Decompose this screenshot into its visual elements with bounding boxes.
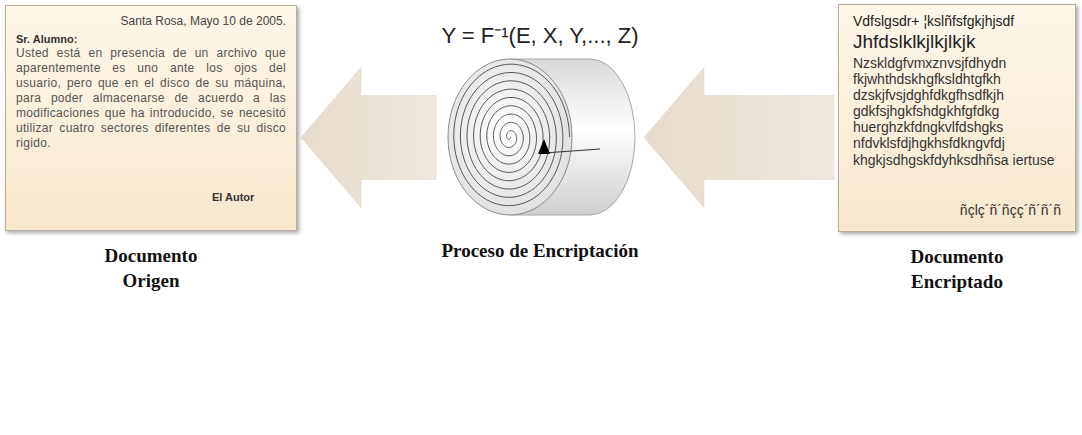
block-arrow <box>301 68 436 208</box>
letter-body: Usted está en presencia de un archivo qu… <box>16 46 286 151</box>
cylinder-face <box>448 59 572 215</box>
cipher-footer: ñçlç´ñ´ñçç´ñ´ñ´ñ <box>853 202 1061 218</box>
date-line: Santa Rosa, Mayo 10 de 2005. <box>16 14 286 28</box>
pointer-head <box>538 139 550 154</box>
signature-name: El Autor <box>212 191 286 203</box>
cipher-line: Vdfslgsdr+ ¦kslñfsfgkjhjsdf <box>853 13 1061 29</box>
document-box: Santa Rosa, Mayo 10 de 2005. Sr. Alumno:U… <box>5 5 297 231</box>
cylinder-spiral <box>448 59 635 215</box>
block-arrow <box>644 68 834 208</box>
spiral-line <box>454 64 570 205</box>
process-caption: Proceso de Encriptación <box>380 240 700 262</box>
document-box: Vdfslgsdr+ ¦kslñfsfgkjhjsdfJhfdslklkjlkj… <box>838 4 1076 232</box>
cipher-heading: Jhfdslklkjlkjlkjk <box>853 31 1061 53</box>
document-caption: Documento Encriptado <box>887 245 1027 294</box>
formula: Y = F⁻¹(E, X, Y,..., Z) <box>390 19 690 49</box>
process-box: Y = F⁻¹(E, X, Y,..., Z)Proceso de Encrip… <box>440 55 640 220</box>
document-caption: Documento Origen <box>81 244 221 293</box>
salutation: Sr. Alumno: <box>16 33 286 45</box>
cipher-body: Nzskldgfvmxznvsjfdhydn fkjwhthdskhgfksld… <box>853 55 1061 168</box>
pointer-line <box>544 149 600 153</box>
